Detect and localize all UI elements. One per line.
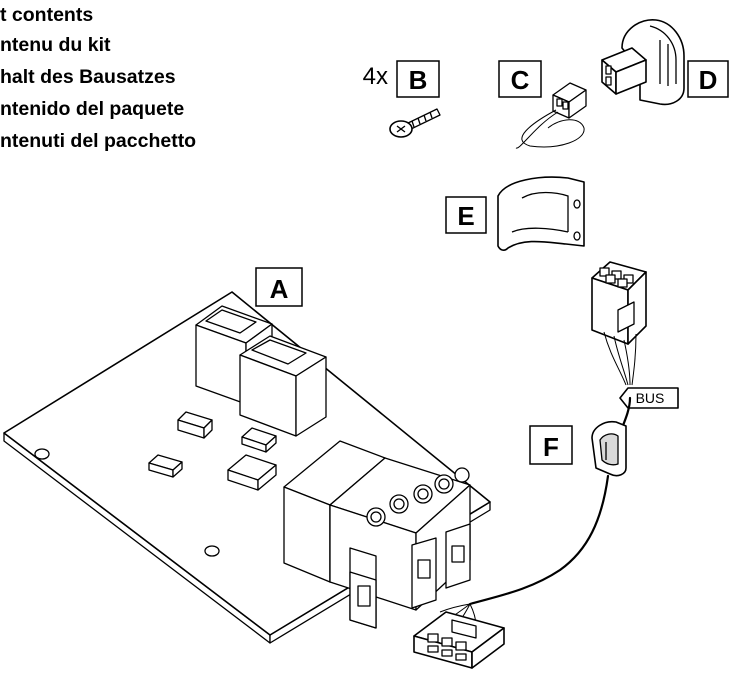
part-a-letter: A <box>270 274 289 304</box>
part-b-screw <box>389 108 441 138</box>
bus-tag-text: BUS <box>636 390 665 406</box>
kit-contents-es: ntenido del paquete <box>0 98 185 120</box>
kit-contents-fr: ntenu du kit <box>0 34 111 56</box>
terminal-block <box>283 440 471 629</box>
kit-contents-en: t contents <box>0 4 94 26</box>
part-e-clamp <box>497 176 585 251</box>
part-d-housing <box>601 19 685 106</box>
part-e-label: E <box>445 196 487 234</box>
part-c-letter: C <box>511 65 530 95</box>
kit-contents-it: ntenuti del pacchetto <box>0 130 197 152</box>
smd-chip <box>177 411 213 439</box>
part-f-label: F <box>529 425 573 465</box>
part-a-circuit-board <box>3 291 491 644</box>
part-c-label: C <box>498 60 542 98</box>
rj-socket <box>239 335 327 437</box>
smd-chip <box>241 427 277 453</box>
smd-chip <box>148 454 183 478</box>
kit-contents-de: halt des Bausatzes <box>0 66 176 88</box>
part-b-quantity: 4x <box>363 63 388 90</box>
part-d-label: D <box>687 60 729 98</box>
part-a-label: A <box>255 267 303 307</box>
part-d-letter: D <box>699 65 718 95</box>
part-c-sensor <box>515 82 587 149</box>
part-f-cable: BUS <box>413 261 679 669</box>
part-e-letter: E <box>457 201 474 231</box>
smd-chip <box>227 454 277 491</box>
part-b-letter: B <box>409 65 428 95</box>
part-b-label: 4x B <box>363 60 440 98</box>
part-f-letter: F <box>543 432 559 462</box>
